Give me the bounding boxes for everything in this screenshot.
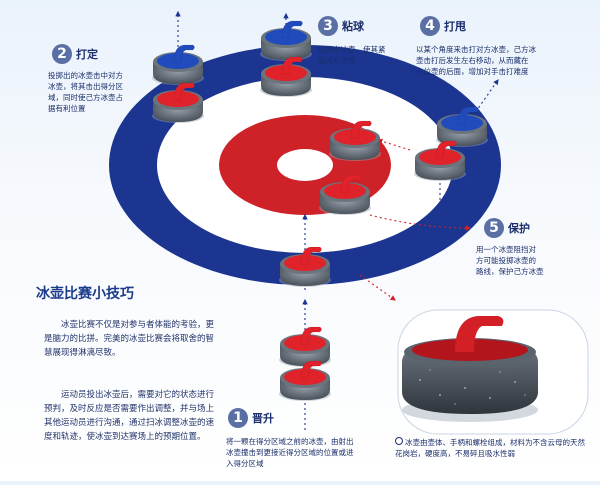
step-1-title: 1 晋升 bbox=[228, 408, 274, 428]
tips-title: 冰壶比赛小技巧 bbox=[36, 286, 134, 302]
curling-stone-illustration bbox=[397, 309, 589, 435]
tips-paragraph-2: 运动员投出冰壶后，需要对它的状态进行预判，及时反应是否需要作出调整，并与场上其他… bbox=[44, 390, 215, 442]
trajectory-hit-roll-3 bbox=[376, 138, 411, 151]
stone-note: 冰壶由壶体、手柄和螺栓组成，材料为不含云母的天然花岗岩，硬度高，不易碎且吸水性弱 bbox=[395, 437, 585, 458]
curling-stone-red bbox=[279, 326, 331, 367]
trajectory-small bbox=[359, 274, 396, 301]
step-5-number: 5 bbox=[484, 218, 504, 238]
step-1-desc: 将一颗在得分区域之前的冰壶，由射出冰壶撞击到更接近得分区域的位置或进入得分区域 bbox=[226, 437, 354, 468]
step-3-number: 3 bbox=[318, 16, 338, 36]
bullet-icon bbox=[395, 437, 403, 445]
step-3-title: 3 粘球 bbox=[318, 16, 364, 36]
trajectory-hit-roll-2 bbox=[469, 79, 499, 121]
tips-paragraph-1: 冰壶比赛不仅是对参与者体能的考验，更是脑力的比拼。完美的冰壶比赛会将取舍的智慧展… bbox=[44, 320, 215, 358]
step-5-title: 5 保护 bbox=[484, 218, 530, 238]
curling-stone-red bbox=[152, 82, 204, 123]
step-4-title: 4 打甩 bbox=[420, 16, 466, 36]
step-1-number: 1 bbox=[228, 408, 248, 428]
step-5-desc: 用一个冰壶阻挡对方可能投掷冰壶的路线，保护己方冰壶 bbox=[476, 245, 544, 276]
step-4-number: 4 bbox=[420, 16, 440, 36]
curling-stone-red bbox=[279, 246, 331, 287]
step-2-title: 2 打定 bbox=[52, 44, 98, 64]
step-2-desc: 投掷出的冰壶击中对方冰壶，将其击出得分区 域，同时使己方冰壶占据有利位置 bbox=[48, 71, 123, 113]
curling-stone-red bbox=[329, 120, 381, 161]
curling-stone-red bbox=[279, 360, 331, 401]
curling-stone-blue bbox=[152, 44, 204, 85]
step-3-desc: 投掷出冰壶，使其紧贴对方冰壶 bbox=[318, 45, 386, 65]
curling-stone-blue bbox=[260, 20, 312, 61]
step-4-desc: 以某个角度来击打对方冰壶，己方冰壶击打后发生左右移动，从而藏在占位壶的后面，增加… bbox=[416, 45, 536, 76]
step-2-number: 2 bbox=[52, 44, 72, 64]
curling-stone-red bbox=[414, 140, 466, 181]
curling-stone-red bbox=[319, 174, 371, 215]
house-button bbox=[277, 149, 333, 181]
curling-stone-red bbox=[260, 56, 312, 97]
trajectory-guard bbox=[369, 214, 472, 231]
